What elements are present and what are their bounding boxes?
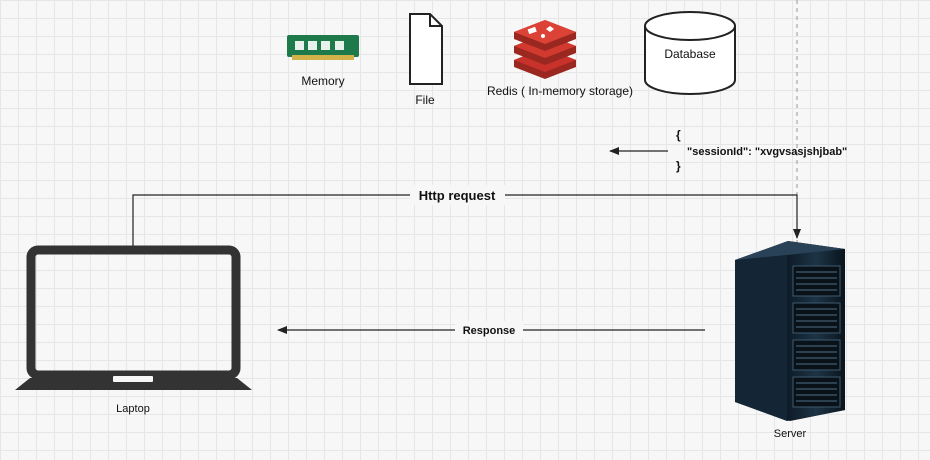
memory-chip-icon	[287, 35, 359, 60]
http-request-label: Http request	[419, 188, 496, 203]
file-icon	[409, 13, 443, 85]
payload-close-brace: }	[676, 159, 681, 173]
redis-logo-icon	[514, 20, 576, 79]
laptop-icon	[15, 245, 252, 390]
payload-open-brace: {	[676, 128, 681, 142]
memory-label: Memory	[301, 74, 344, 88]
server-label: Server	[774, 428, 807, 440]
database-icon	[644, 11, 736, 95]
server-icon	[735, 241, 845, 421]
file-label: File	[415, 93, 435, 107]
response-label: Response	[463, 325, 516, 337]
redis-label: Redis ( In-memory storage)	[487, 84, 633, 98]
laptop-label: Laptop	[116, 403, 150, 415]
database-label: Database	[664, 47, 716, 61]
payload-session-line: "sessionId": "xvgvsasjshjbab"	[687, 146, 847, 158]
